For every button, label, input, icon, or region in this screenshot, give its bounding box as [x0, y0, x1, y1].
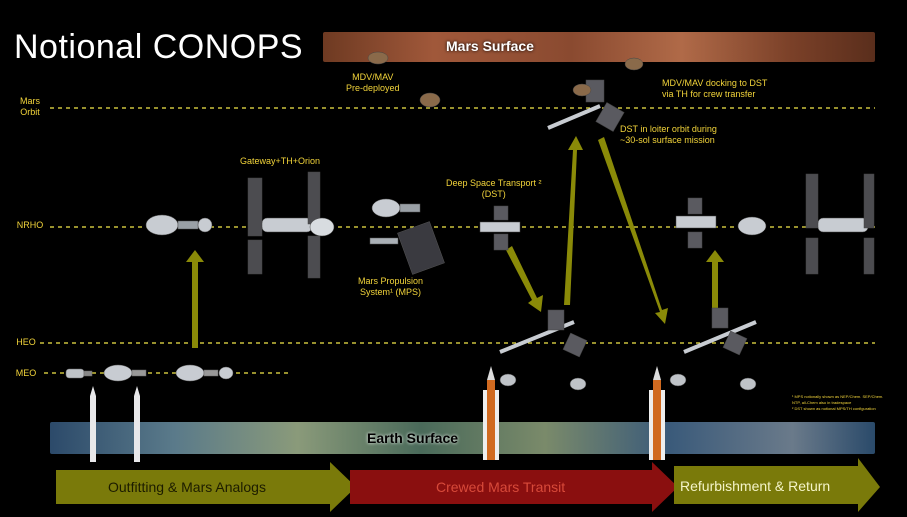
rocket-sls-2	[649, 366, 665, 460]
rocket-2	[134, 386, 140, 462]
spacecraft-habitat-nrho	[145, 214, 213, 236]
annotation-mps: Mars Propulsion System¹ (MPS)	[358, 276, 424, 297]
spacecraft-meo-3	[175, 364, 234, 382]
footnote-3: ² DST shown as notional MPS/TH configura…	[792, 406, 876, 411]
dst-mars-orbit	[547, 57, 644, 132]
annotation-mdv-predeployed: MDV/MAV Pre-deployed	[346, 72, 400, 93]
phase-label-transit: Crewed Mars Transit	[436, 479, 566, 495]
orbit-label-nrho: NRHO	[16, 220, 44, 230]
arrow-heo-to-mars	[564, 136, 583, 305]
spacecraft-orion-nrho	[371, 198, 421, 218]
gateway-station-1	[247, 171, 335, 279]
mars-surface-label: Mars Surface	[446, 38, 534, 54]
footnote-1: ¹ MPS notionally shown as NEP/Chem. SEP/…	[792, 394, 884, 399]
spacecraft-meo-2	[103, 364, 147, 382]
footnote-2: NTP, all-Chem also in tradespace	[792, 400, 852, 405]
earth-surface-band	[50, 422, 875, 454]
arrow-heo-to-nrho	[706, 250, 724, 310]
rocket-sls-1	[483, 366, 499, 460]
mars-surface-band	[323, 32, 875, 62]
annotation-gateway: Gateway+TH+Orion	[240, 156, 321, 166]
annotation-dst: Deep Space Transport ² (DST)	[446, 178, 542, 199]
phase-arrow-transit	[350, 462, 678, 512]
dst-nrho	[479, 205, 521, 251]
dst-heo-outbound	[499, 309, 588, 391]
phase-arrow-return	[674, 458, 880, 512]
spacecraft-meo-1	[65, 368, 93, 379]
gateway-station-2	[805, 173, 875, 275]
diagram-title: Notional CONOPS	[14, 28, 304, 66]
mdv-predeployed	[367, 51, 441, 108]
phase-label-outfitting: Outfitting & Mars Analogs	[108, 479, 266, 495]
phase-label-return: Refurbishment & Return	[680, 478, 831, 494]
mps-vehicle	[369, 221, 445, 275]
orbit-label-meo: MEO	[15, 368, 37, 378]
dst-nrho-return	[675, 197, 767, 249]
arrow-meo-to-nrho	[186, 250, 204, 348]
phase-arrow-outfitting	[56, 462, 356, 512]
dst-heo-return	[669, 307, 757, 391]
orbit-label-heo: HEO	[16, 337, 36, 347]
arrow-nrho-to-heo	[506, 246, 543, 312]
annotation-mdv-docking: MDV/MAV docking to DST via TH for crew t…	[662, 78, 768, 99]
earth-surface-label: Earth Surface	[367, 430, 459, 446]
annotation-dst-loiter: DST in loiter orbit during ~30-sol surfa…	[620, 124, 717, 145]
orbit-label-mars: Mars Orbit	[20, 96, 40, 117]
rocket-1	[90, 386, 96, 462]
arrow-mars-to-heo	[598, 137, 668, 324]
